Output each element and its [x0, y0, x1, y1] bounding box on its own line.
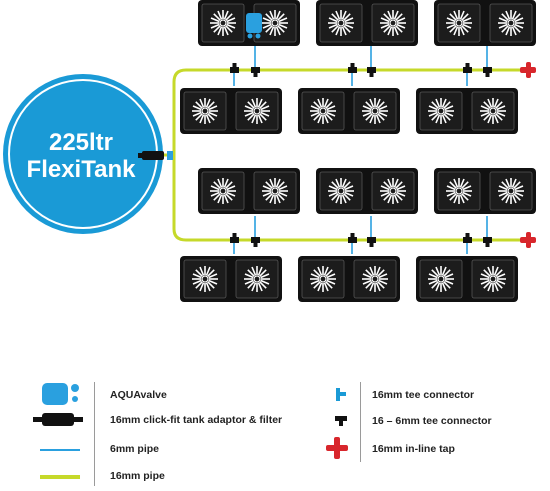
- legend-label-aquavalve: AQUAvalve: [110, 389, 167, 401]
- legend-label-tee-16mm: 16mm tee connector: [372, 389, 475, 401]
- legend-divider-left: [94, 382, 95, 486]
- pot-row2-2: [298, 88, 400, 134]
- flexitank: 225ltr FlexiTank: [3, 74, 163, 234]
- inline-tap-end-top: [520, 62, 536, 78]
- pot-row3-2: [316, 168, 418, 214]
- legend-tee-16mm-icon: [336, 388, 346, 401]
- pot-row2-1: [180, 88, 282, 134]
- pot-row4-2: [298, 256, 400, 302]
- pipe-6mm-network: [233, 46, 488, 254]
- legend-tee-16-6mm-icon: [335, 416, 347, 426]
- legend-inline-tap-icon: [326, 437, 348, 459]
- tank-label-line2: FlexiTank: [27, 156, 137, 183]
- pot-row4-1: [180, 256, 282, 302]
- pot-row3-1: [198, 168, 300, 214]
- legend-aquavalve-icon: [42, 383, 79, 405]
- pot-row4-3: [416, 256, 518, 302]
- tank-adaptor-icon: [138, 151, 173, 160]
- aquavalve-icon: [246, 13, 262, 39]
- inline-tap-end-bottom: [520, 232, 536, 248]
- pot-grid: [180, 0, 536, 302]
- legend-label-pipe-6mm: 6mm pipe: [110, 443, 160, 455]
- legend-label-inline-tap: 16mm in-line tap: [372, 443, 455, 455]
- pot-top-3: [434, 0, 536, 46]
- legend-tank-adaptor-icon: [33, 413, 83, 426]
- pot-top-2: [316, 0, 418, 46]
- tank-label-line1: 225ltr: [49, 129, 113, 156]
- tee-16-6mm-connectors: [230, 63, 492, 247]
- legend-label-tank-adaptor: 16mm click-fit tank adaptor & filter: [110, 414, 283, 426]
- pot-row3-3: [434, 168, 536, 214]
- legend-label-tee-16-6mm: 16 – 6mm tee connector: [372, 415, 492, 427]
- legend-label-pipe-16mm: 16mm pipe: [110, 470, 165, 482]
- legend-divider-right: [360, 382, 361, 462]
- pot-row2-3: [416, 88, 518, 134]
